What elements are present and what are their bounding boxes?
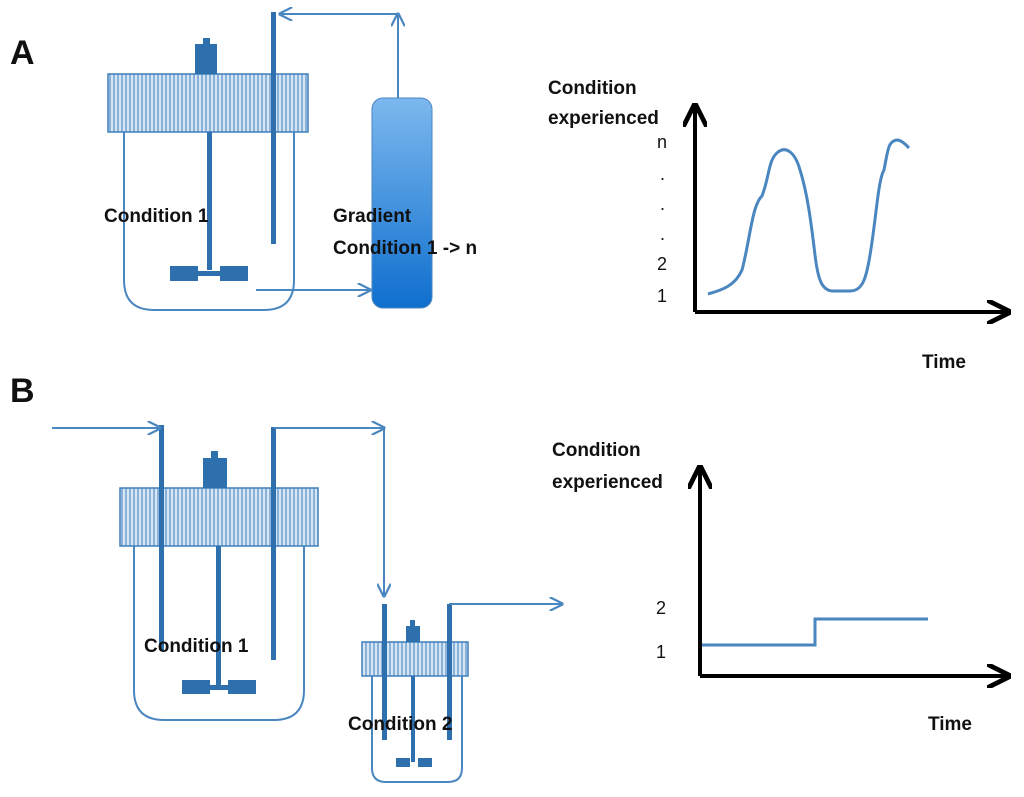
chart-b: Condition experienced Time 2 1 [552, 440, 1006, 735]
reactor-b2-vessel [371, 676, 463, 783]
chart-b-series-line [702, 617, 928, 647]
chart-b-xlabel: Time [928, 714, 972, 735]
chart-a-ylabel-line1: Condition [548, 78, 637, 99]
chart-b-tick-2: 2 [656, 598, 666, 618]
chart-a-tick-dot1: . [660, 164, 665, 184]
reactor-b1-inlet-tube [159, 425, 164, 650]
reactor-b1-motor [203, 458, 227, 488]
reactor-b2-label: Condition 2 [348, 714, 452, 735]
chart-b-tick-1: 1 [656, 642, 666, 662]
chart-b-ylabel-line2: experienced [552, 472, 663, 493]
column-label-line2: Condition 1 -> n [333, 238, 477, 259]
reactor-b2-lid [361, 641, 469, 677]
chart-a-series-line [707, 138, 911, 296]
reactor-b2-outlet-tube [447, 604, 452, 740]
reactor-b1-vessel [133, 546, 305, 721]
reactor-a-impeller-left [170, 266, 198, 281]
chart-a-tick-dot3: . [660, 224, 665, 244]
reactor-a-shaft [207, 132, 212, 270]
reactor-b1-label: Condition 1 [144, 636, 249, 657]
reactor-b1-shaft [216, 546, 221, 686]
reactor-a-outlet-tube [271, 12, 276, 244]
reactor-a-lid [107, 73, 309, 133]
chart-a-tick-1: 1 [657, 286, 667, 306]
panel-b-letter: B [10, 372, 35, 410]
reactor-b1-outlet-tube [271, 427, 276, 660]
reactor-a-motor [195, 44, 217, 74]
chart-a: Condition experienced Time n . . . 2 1 [548, 78, 1006, 373]
chart-a-tick-2: 2 [657, 254, 667, 274]
chart-a-xlabel: Time [922, 352, 966, 373]
reactor-b1 [119, 425, 319, 721]
reactor-b1-lid [119, 487, 319, 547]
reactor-a-impeller-right [220, 266, 248, 281]
chart-a-tick-n: n [657, 132, 667, 152]
reactor-a-label: Condition 1 [104, 206, 209, 227]
reactor-b2-motor [406, 626, 420, 642]
reactor-a-vessel [123, 132, 295, 311]
chart-a-ylabel-line2: experienced [548, 108, 659, 129]
gradient-column [371, 97, 433, 309]
reactor-b2-inlet-tube [382, 604, 387, 740]
column-label-line1: Gradient [333, 206, 412, 227]
reactor-a [107, 12, 309, 311]
chart-b-ylabel-line1: Condition [552, 440, 641, 461]
chart-a-tick-dot2: . [660, 194, 665, 214]
panel-a-letter: A [10, 34, 35, 72]
reactor-b2 [361, 604, 469, 783]
